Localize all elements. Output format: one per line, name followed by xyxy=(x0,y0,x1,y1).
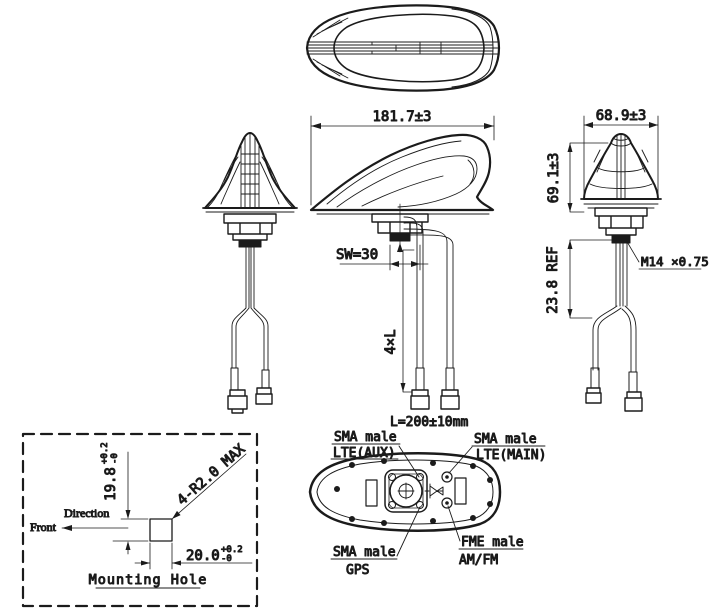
side-cable-gland xyxy=(389,232,411,242)
hole-width-dim xyxy=(134,542,253,570)
cable-count-dim-line xyxy=(402,249,415,393)
side-cables xyxy=(403,216,454,369)
label-lte-aux: SMA male LTE(AUX) xyxy=(330,430,401,462)
dim-overall-width: 68.9±3 xyxy=(596,108,647,124)
label-am-fm-line1: FME male xyxy=(461,535,524,550)
thread-spec: M14 ×0.75 xyxy=(641,254,709,269)
mounting-hole-square xyxy=(149,518,173,542)
top-view-band-lines xyxy=(306,41,500,55)
radius-leader-line xyxy=(171,453,247,520)
dim-wrench: SW=30 xyxy=(336,247,378,263)
front-cable-ferrules xyxy=(230,367,270,391)
side-view: 181.7±3 SW=30 4×L L=200±10mm xyxy=(309,109,495,431)
length-extension-lines xyxy=(310,115,495,206)
front-cables xyxy=(231,246,269,371)
rear-mount-stack xyxy=(594,207,648,236)
label-lte-aux-line1: SMA male xyxy=(334,430,397,445)
cable-count-arrow xyxy=(400,383,406,392)
hole-height-dim xyxy=(112,451,149,555)
label-gps: SMA male GPS xyxy=(330,545,398,579)
dim-overall-length: 181.7±3 xyxy=(372,109,431,125)
hole-height-value: 19.8 xyxy=(103,467,119,501)
rear-connectors xyxy=(585,387,643,412)
rear-cable xyxy=(592,242,637,373)
label-lte-aux-underline xyxy=(330,443,401,460)
corner-radius-note: 4-R2.0 MAX xyxy=(174,441,249,509)
label-lte-aux-line2: LTE(AUX) xyxy=(333,446,396,461)
label-gps-line1: SMA male xyxy=(333,545,396,560)
left-slot xyxy=(365,479,378,507)
gps-mount-crosshair xyxy=(397,482,415,500)
right-slot xyxy=(454,477,467,505)
side-fin-details xyxy=(326,140,478,208)
thread-leader-line xyxy=(625,239,702,270)
stud-dim-line xyxy=(569,239,614,319)
front-mount-stack xyxy=(223,213,277,241)
center-boss-inner xyxy=(388,473,424,509)
stud-dim-arrows xyxy=(567,240,573,318)
label-am-fm-line2: AM/FM xyxy=(459,553,498,568)
label-am-fm: FME male AM/FM xyxy=(459,535,525,569)
front-label: Front xyxy=(30,520,57,534)
width-dim-arrows xyxy=(584,122,658,128)
hole-height-tol-minus: -0 xyxy=(110,453,120,464)
side-mount-stack xyxy=(371,213,429,234)
side-cable-ferrules xyxy=(415,367,455,391)
wrench-dim-arrows xyxy=(390,261,420,267)
rear-view: 68.9±3 69.1±3 M14 ×0.75 23.8 REF xyxy=(545,108,709,412)
hole-width-tol-minus: -0 xyxy=(221,554,232,564)
gps-mount-circle xyxy=(389,474,423,508)
direction-label: Direction xyxy=(64,506,109,520)
front-connectors xyxy=(227,387,273,414)
label-lte-main-line1: SMA male xyxy=(474,432,537,447)
top-view-hatch xyxy=(312,17,349,79)
radius-leader-arrow xyxy=(172,510,181,519)
baseplate-outline xyxy=(308,452,502,532)
side-connectors xyxy=(410,389,460,410)
front-cable-gland xyxy=(238,239,262,248)
hole-height-tol-plus: +0.2 xyxy=(100,442,110,464)
bottom-view: SMA male LTE(AUX) SMA male LTE(MAIN) SMA… xyxy=(308,430,547,579)
hole-height-arrows xyxy=(125,510,131,550)
front-fin-details xyxy=(207,132,293,209)
label-gps-line2: GPS xyxy=(346,563,369,578)
front-view xyxy=(202,132,298,414)
detail-dashed-border xyxy=(21,432,259,608)
wrench-extension-lines xyxy=(389,244,421,271)
boss-corner-holes xyxy=(388,473,424,509)
detail-title: Mounting Hole xyxy=(89,572,208,588)
hole-width-tol-plus: +0.2 xyxy=(221,545,243,555)
top-view xyxy=(305,4,501,92)
dim-cable-count: 4×L xyxy=(383,329,399,354)
dim-stud-ref: 23.8 REF xyxy=(545,246,561,313)
rear-cable-gland xyxy=(611,234,631,244)
dim-cable-length: L=200±10mm xyxy=(390,415,468,430)
label-lte-main: SMA male LTE(MAIN) xyxy=(471,432,547,464)
wrench-dim-arrow-up xyxy=(397,243,403,252)
label-lte-main-line2: LTE(MAIN) xyxy=(476,448,546,463)
baseplate-inner-line xyxy=(316,459,494,525)
width-extension-lines xyxy=(583,115,659,199)
antenna-direction-symbol xyxy=(424,483,444,499)
mounting-hole-detail: 19.8 +0.2 -0 Direction Front 4-R2.0 MAX … xyxy=(21,432,259,608)
hole-width-value: 20.0 xyxy=(186,548,220,564)
side-fin-outline xyxy=(309,133,495,212)
front-arrow-head xyxy=(62,525,72,531)
connector-ports xyxy=(441,471,453,509)
rear-cone-details xyxy=(589,133,653,200)
screw-holes xyxy=(334,458,493,526)
hole-height-text: 19.8 +0.2 -0 xyxy=(100,442,121,502)
height-dim-line xyxy=(569,142,609,213)
hole-width-arrows xyxy=(141,560,181,566)
label-leader-lines xyxy=(396,445,473,557)
dim-height: 69.1±3 xyxy=(546,153,562,204)
